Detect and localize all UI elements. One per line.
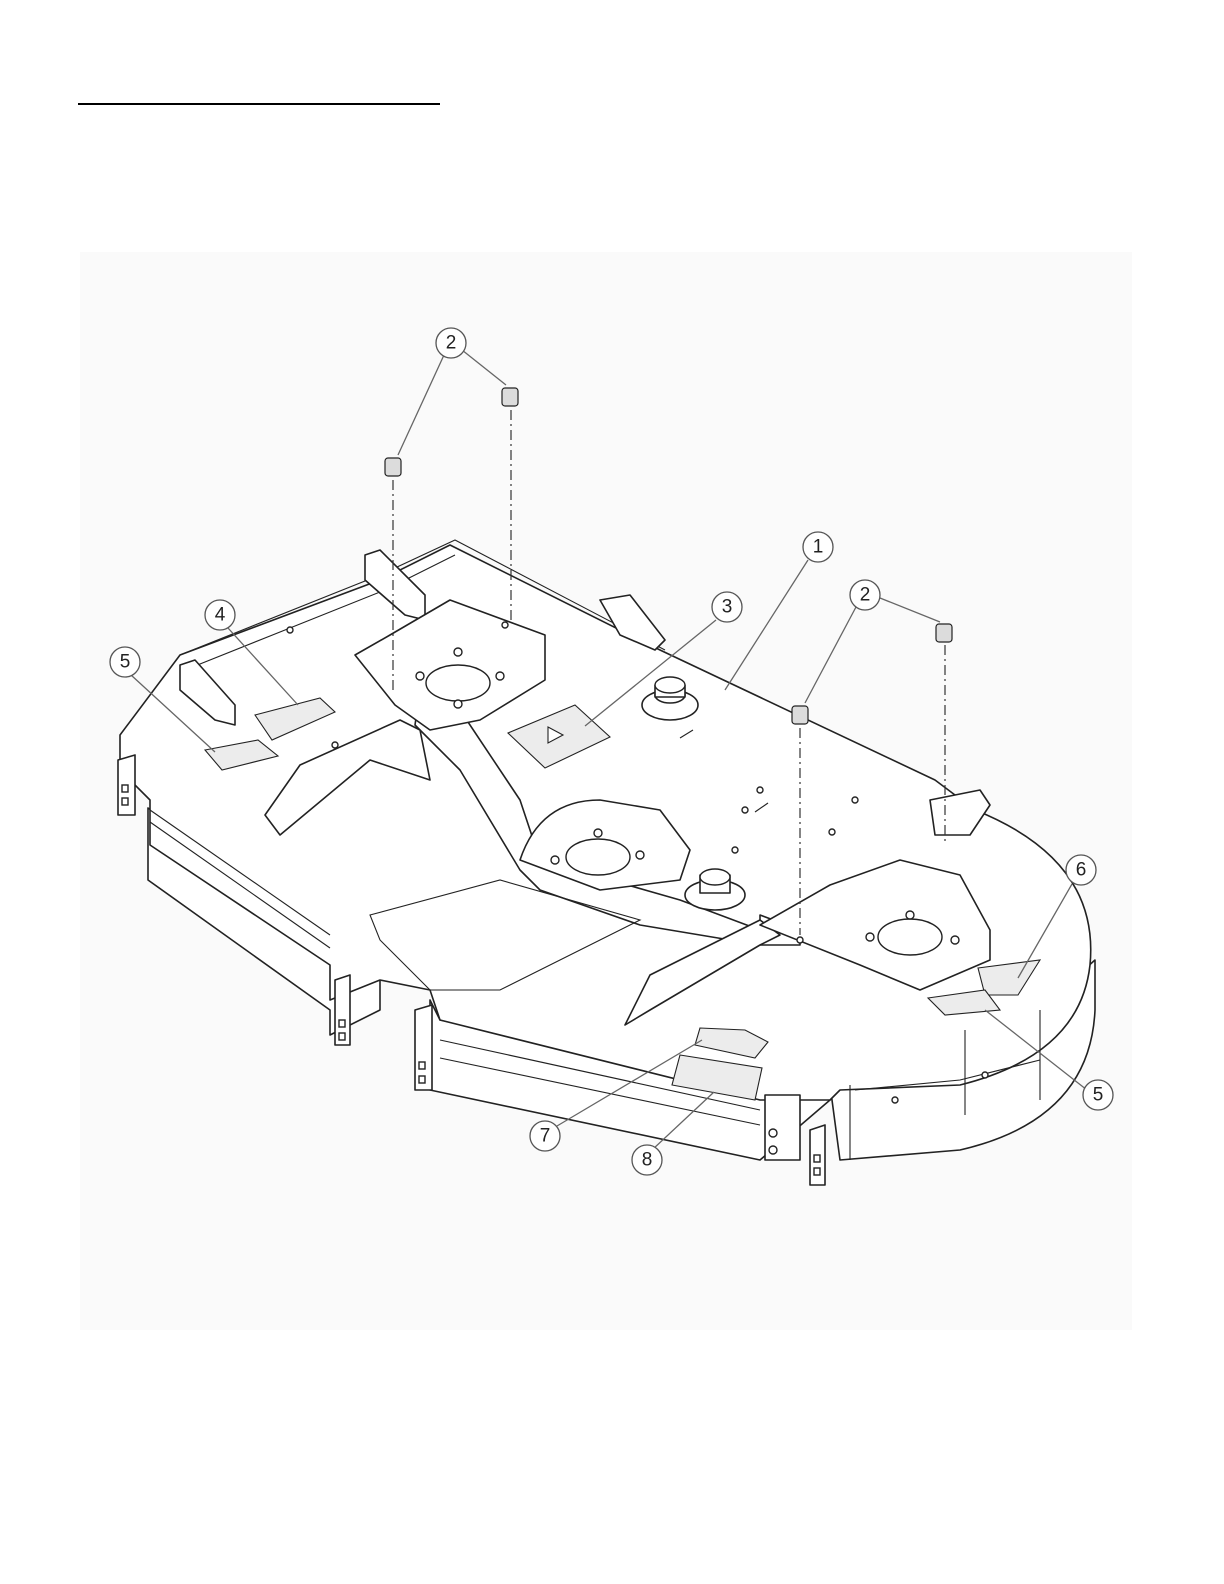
callout-5b: 5	[1083, 1080, 1113, 1110]
cage-nut	[936, 624, 952, 642]
callout-number: 7	[540, 1126, 551, 1147]
callout-number: 6	[1076, 860, 1087, 881]
cage-nut	[792, 706, 808, 724]
right-spindle-hole	[878, 919, 942, 955]
callout-6: 6	[1066, 855, 1096, 885]
callout-number: 1	[813, 537, 824, 558]
callout-number: 3	[722, 597, 733, 618]
callout-8: 8	[632, 1145, 662, 1175]
callout-number: 8	[642, 1150, 653, 1171]
callout-3: 3	[712, 592, 742, 622]
callout-number: 5	[120, 652, 131, 673]
cage-nut	[385, 458, 401, 476]
callout-number: 4	[215, 605, 226, 626]
callout-5a: 5	[110, 647, 140, 677]
center-spindle-hole	[566, 839, 630, 875]
left-spindle-hole	[426, 665, 490, 701]
callout-number: 2	[860, 585, 871, 606]
callout-4: 4	[205, 600, 235, 630]
cage-nut	[502, 388, 518, 406]
callout-number: 5	[1093, 1085, 1104, 1106]
callout-2a: 2	[436, 328, 466, 358]
callout-2b: 2	[850, 580, 880, 610]
callout-1: 1	[803, 532, 833, 562]
callout-7: 7	[530, 1121, 560, 1151]
callout-number: 2	[446, 333, 457, 354]
